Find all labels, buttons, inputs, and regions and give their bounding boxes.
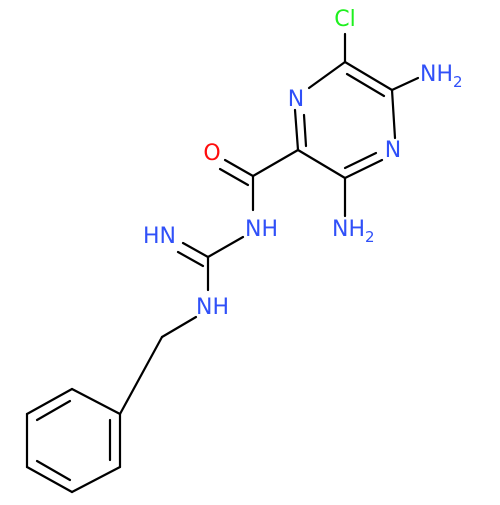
bond-n4-c5 — [390, 88, 397, 140]
amino-mid-sub: 2 — [365, 228, 375, 246]
bond-ph-1 — [70, 387, 122, 416]
bond-ph-2 — [25, 387, 74, 416]
bond-nh-ch2 — [160, 315, 198, 339]
ethyl-nh-label: NH — [196, 295, 229, 320]
amino-mid-nh: NH — [332, 217, 365, 242]
bond-c2-carbonyl — [251, 148, 300, 178]
imine-hn-label: HN — [143, 224, 176, 249]
bond-n1-c2-inner — [302, 113, 308, 148]
amide-nh-label: NH — [245, 217, 278, 242]
ring-nitrogen-right-label: N — [385, 138, 401, 163]
bond-c2-c3 — [296, 148, 347, 180]
amino-top-sub: 2 — [453, 73, 463, 91]
bond-co-2 — [218, 167, 250, 187]
atom-labels: Cl NH2 N N O NH2 NH HN NH — [143, 7, 463, 320]
amino-top-nh: NH — [420, 62, 453, 87]
bond-ph-5 — [70, 465, 122, 494]
bond-c3-n4-inner — [343, 151, 378, 170]
bond-ph-inner-2 — [35, 459, 72, 482]
bond-c3-n4 — [343, 158, 384, 180]
bond-cn-imine-2 — [176, 250, 205, 268]
bond-n1-c2 — [293, 108, 300, 152]
bond-c6-n1 — [307, 60, 347, 90]
bond-c5-c6-inner — [345, 72, 386, 98]
bond-co-1 — [223, 158, 255, 178]
bond-c5-c6 — [343, 60, 394, 92]
chlorine-label: Cl — [334, 7, 355, 32]
bond-c5-nh2 — [390, 76, 420, 92]
bond-ph-4 — [25, 465, 74, 494]
bond-ph-inner-1 — [35, 399, 72, 422]
amino-mid-label: NH2 — [332, 217, 375, 246]
amino-top-label: NH2 — [420, 62, 463, 91]
bond-cn-imine-1 — [181, 241, 210, 259]
ring-nitrogen-top-label: N — [288, 87, 304, 112]
bond-ch2-ch2 — [118, 335, 164, 416]
bonds — [25, 32, 420, 494]
bond-nh-guanidine — [206, 235, 245, 259]
oxygen-label: O — [203, 141, 220, 166]
